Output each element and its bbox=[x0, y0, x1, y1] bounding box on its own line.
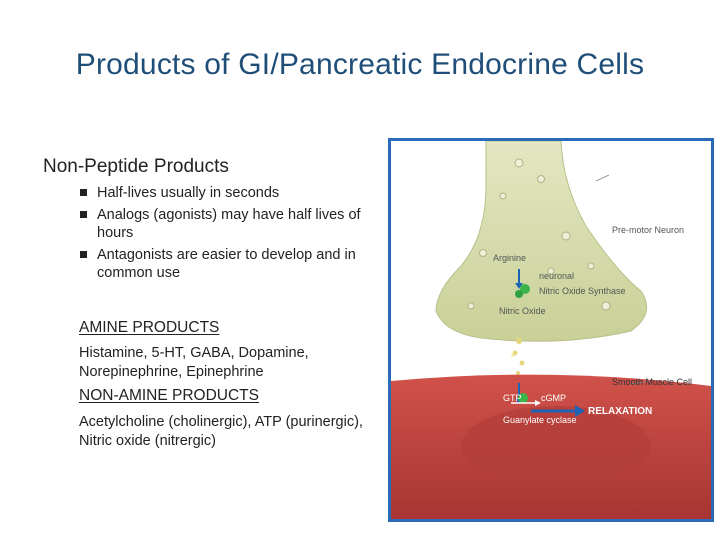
square-bullet-icon bbox=[80, 211, 87, 218]
synapse-figure: Pre-motor Neuron Arginine neuronal Nitri… bbox=[388, 138, 714, 522]
label-neuronal: neuronal bbox=[539, 271, 574, 281]
label-guanylate-cyclase: Guanylate cyclase bbox=[503, 415, 577, 425]
label-gtp: GTP bbox=[503, 393, 522, 403]
arrow-head-icon bbox=[515, 283, 523, 289]
muscle-nucleus bbox=[461, 406, 651, 486]
non-amine-products-text: Acetylcholine (cholinergic), ATP (purine… bbox=[79, 414, 363, 449]
amine-products-text: Histamine, 5-HT, GABA, Dopamine, Norepin… bbox=[79, 345, 309, 380]
non-amine-products-heading: NON-AMINE PRODUCTS bbox=[79, 387, 259, 404]
leader-line bbox=[628, 380, 652, 385]
leader-line bbox=[595, 174, 610, 182]
label-nitric-oxide: Nitric Oxide bbox=[499, 306, 546, 316]
bullet-item: Antagonists are easier to develop and in… bbox=[80, 246, 380, 282]
label-relaxation: RELAXATION bbox=[588, 406, 652, 417]
nitric-oxide-particles bbox=[511, 338, 525, 375]
amine-products-heading: AMINE PRODUCTS bbox=[79, 319, 220, 336]
relaxation-arrow-head-icon bbox=[575, 405, 585, 417]
guanylate-cyclase-icon bbox=[518, 393, 528, 403]
section-heading: Non-Peptide Products bbox=[43, 156, 229, 177]
label-cgmp: cGMP bbox=[541, 393, 566, 403]
bullet-item: Analogs (agonists) may have half lives o… bbox=[80, 206, 380, 242]
square-bullet-icon bbox=[80, 189, 87, 196]
pre-motor-neuron-shape bbox=[435, 141, 648, 342]
vesicles bbox=[467, 158, 611, 311]
bullet-text: Analogs (agonists) may have half lives o… bbox=[97, 207, 361, 241]
enzyme-icon bbox=[515, 290, 523, 298]
bullet-text: Half-lives usually in seconds bbox=[97, 185, 280, 201]
enzyme-icon bbox=[520, 284, 530, 294]
synapse-diagram: Pre-motor Neuron Arginine neuronal Nitri… bbox=[391, 141, 711, 519]
bullet-text: Antagonists are easier to develop and in… bbox=[97, 247, 356, 281]
arrow-head-icon bbox=[535, 400, 541, 406]
label-pre-motor-neuron: Pre-motor Neuron bbox=[612, 225, 684, 235]
bullet-list: Half-lives usually in seconds Analogs (a… bbox=[80, 184, 380, 286]
bullet-item: Half-lives usually in seconds bbox=[80, 184, 380, 202]
slide-title: Products of GI/Pancreatic Endocrine Cell… bbox=[75, 48, 645, 81]
label-arginine: Arginine bbox=[493, 253, 526, 263]
label-nitric-oxide-synthase: Nitric Oxide Synthase bbox=[539, 286, 626, 296]
square-bullet-icon bbox=[80, 251, 87, 258]
label-smooth-muscle-cell: Smooth Muscle Cell bbox=[612, 377, 692, 387]
